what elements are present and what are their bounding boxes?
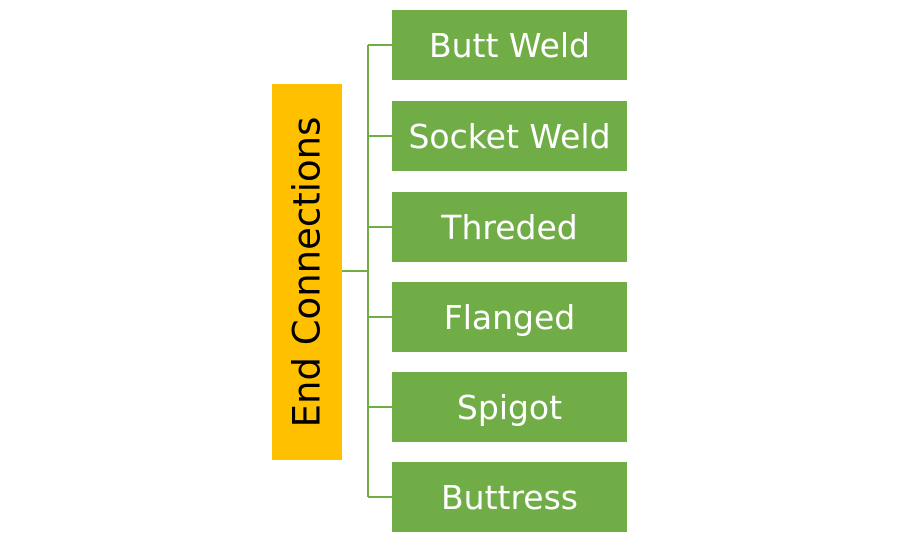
node-label: Socket Weld <box>408 116 611 156</box>
root-node-label: End Connections <box>285 116 329 428</box>
node-buttress: Buttress <box>392 462 627 532</box>
root-node: End Connections <box>272 84 342 460</box>
node-socket-weld: Socket Weld <box>392 101 627 171</box>
node-label: Threded <box>441 207 578 247</box>
node-label: Buttress <box>441 477 578 517</box>
node-label: Spigot <box>456 387 563 427</box>
node-label: Flanged <box>443 297 576 337</box>
node-label: Butt Weld <box>428 25 591 65</box>
node-flanged: Flanged <box>392 282 627 352</box>
node-spigot: Spigot <box>392 372 627 442</box>
node-threded: Threded <box>392 192 627 262</box>
node-butt-weld: Butt Weld <box>392 10 627 80</box>
